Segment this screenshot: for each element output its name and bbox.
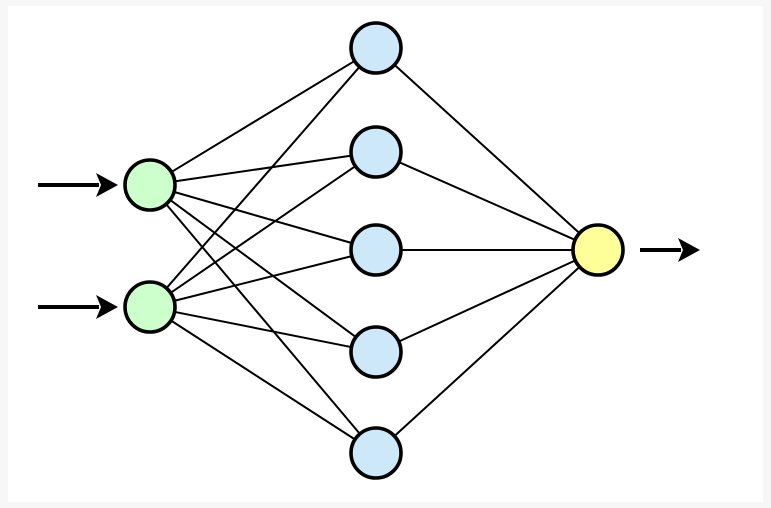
edge-h4-to-o1 — [396, 259, 578, 343]
edge-h5-to-o1 — [392, 265, 582, 438]
node-input-i1[interactable] — [123, 158, 177, 212]
edge-i2-to-h2 — [168, 164, 358, 295]
edge-i1-to-h1 — [169, 59, 357, 174]
output-arrow-1-head-icon — [678, 238, 700, 262]
node-hidden-h1[interactable] — [349, 21, 403, 75]
input-arrow-1-head-icon — [96, 173, 118, 197]
input-arrow-2-head-icon — [96, 295, 118, 319]
node-hidden-h5[interactable] — [349, 426, 403, 480]
edge-i2-to-h4 — [172, 310, 354, 349]
edge-h1-to-o1 — [392, 63, 582, 235]
edge-i1-to-h2 — [172, 154, 354, 183]
node-circle-i1[interactable] — [123, 158, 177, 212]
edge-i1-to-h3 — [172, 190, 354, 245]
node-circle-h2[interactable] — [349, 125, 403, 179]
edge-i2-to-h5 — [169, 319, 357, 441]
node-circle-h3[interactable] — [349, 223, 403, 277]
node-circle-o1[interactable] — [571, 223, 625, 277]
nodes-group — [123, 21, 625, 480]
edge-i2-to-h3 — [172, 254, 354, 303]
edge-h2-to-o1 — [396, 160, 578, 242]
input-arrow-2 — [38, 295, 118, 319]
node-hidden-h3[interactable] — [349, 223, 403, 277]
edge-i1-to-h5 — [164, 202, 362, 436]
input-arrow-1 — [38, 173, 118, 197]
output-arrow-1 — [640, 238, 700, 262]
edges-group — [164, 59, 582, 441]
edge-i2-to-h1 — [164, 65, 362, 290]
node-circle-h5[interactable] — [349, 426, 403, 480]
node-output-o1[interactable] — [571, 223, 625, 277]
node-hidden-h4[interactable] — [349, 325, 403, 379]
node-circle-i2[interactable] — [123, 280, 177, 334]
node-circle-h1[interactable] — [349, 21, 403, 75]
node-circle-h4[interactable] — [349, 325, 403, 379]
edge-i1-to-h4 — [168, 198, 358, 339]
node-input-i2[interactable] — [123, 280, 177, 334]
io-arrows-group — [38, 173, 700, 319]
node-hidden-h2[interactable] — [349, 125, 403, 179]
